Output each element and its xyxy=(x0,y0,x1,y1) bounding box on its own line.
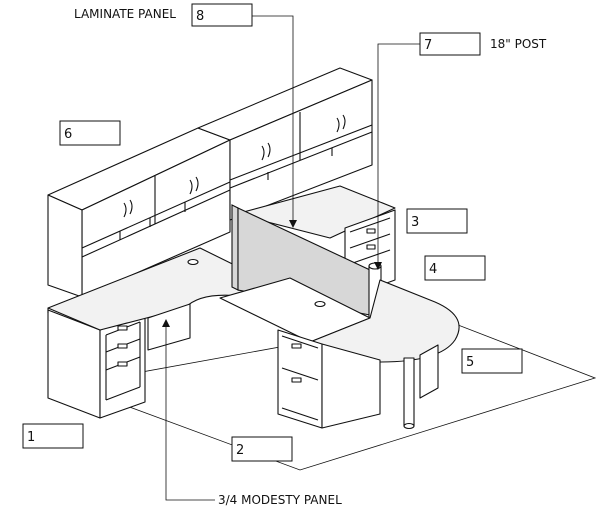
peninsula-leg xyxy=(403,357,415,427)
end-panel xyxy=(419,344,439,399)
leader-modesty-panel xyxy=(165,325,215,501)
svg-text:8: 8 xyxy=(196,9,204,24)
svg-text:5: 5 xyxy=(466,355,474,370)
left-hutch xyxy=(47,127,231,298)
callout-3: 3 xyxy=(406,208,468,234)
callout-1: 1 xyxy=(22,423,84,449)
callout-8: 8 xyxy=(191,3,253,27)
callout-4: 4 xyxy=(424,255,486,281)
svg-text:2: 2 xyxy=(236,443,244,458)
arrowhead-post xyxy=(374,262,382,270)
callout-7: 7 xyxy=(419,32,481,56)
svg-text:6: 6 xyxy=(64,127,72,142)
laminate-panel-label: LAMINATE PANEL xyxy=(74,7,176,21)
svg-text:4: 4 xyxy=(429,262,437,277)
right-hutch xyxy=(197,67,373,221)
svg-text:1: 1 xyxy=(27,430,35,445)
right-desk xyxy=(219,277,460,363)
right-pedestal xyxy=(277,329,381,429)
callout-5: 5 xyxy=(461,348,523,374)
svg-text:3: 3 xyxy=(411,215,419,230)
left-pedestal xyxy=(47,309,146,419)
svg-text:7: 7 xyxy=(424,38,432,53)
callout-6: 6 xyxy=(59,120,121,146)
post-label: 18" POST xyxy=(490,37,547,51)
callout-2: 2 xyxy=(231,436,293,462)
arrowhead-laminate-panel xyxy=(289,220,297,228)
leader-post xyxy=(377,43,420,266)
arrowhead-modesty-panel xyxy=(162,319,170,327)
modesty-panel-label: 3/4 MODESTY PANEL xyxy=(218,493,342,507)
leader-laminate-panel xyxy=(252,15,294,222)
